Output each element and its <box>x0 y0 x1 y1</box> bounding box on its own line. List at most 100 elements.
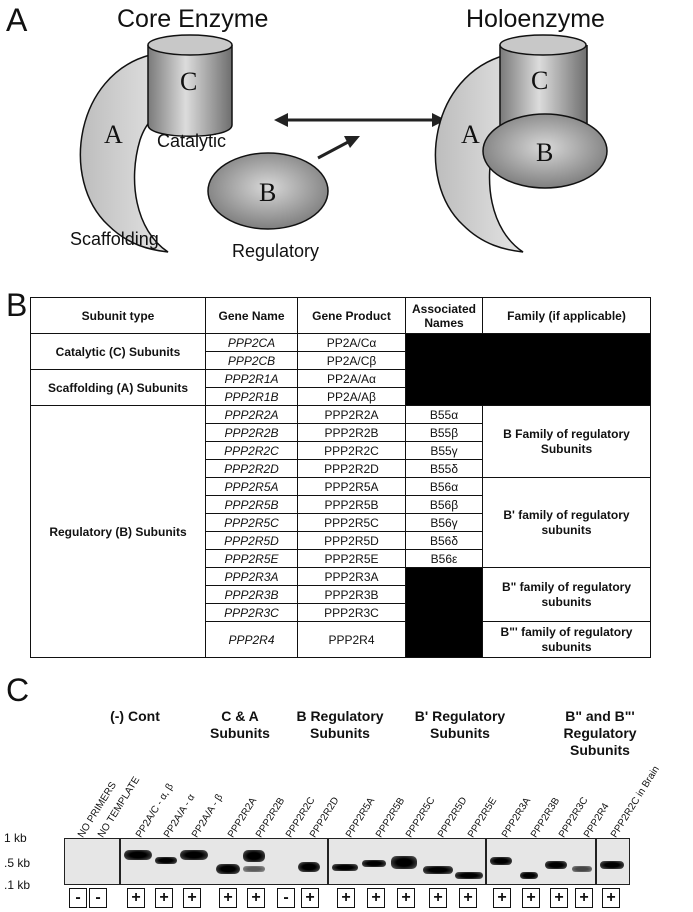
gene-cell: PPP2R2D <box>205 459 298 478</box>
gene-cell: PPP2R3A <box>205 567 298 586</box>
assoc-cell: B55δ <box>405 459 483 478</box>
table-row: PPP2R3A PPP2R3A B" family of regulatory … <box>31 567 651 658</box>
binding-arrow-icon <box>317 139 351 160</box>
size-marker-05kb: .5 kb <box>4 856 31 870</box>
lane-label: PPP2R2B <box>254 795 288 840</box>
gene-cell: PPP2R3C <box>205 603 298 622</box>
band-ppp2r2d <box>298 862 320 872</box>
group-header-b-dprime-reg: B" and B"' Regulatory Subunits <box>563 708 637 758</box>
band-ppp2r3c <box>545 861 567 869</box>
band-pp2a-c <box>124 850 152 860</box>
gene-cell: PPP2R2A <box>205 405 298 424</box>
regulatory-label: Regulatory <box>232 241 320 261</box>
band-ppp2r2b-lower <box>243 866 265 872</box>
product-cell: PPP2R2A <box>297 405 406 424</box>
size-marker-01kb: .1 kb <box>4 878 31 892</box>
assoc-cell: B56γ <box>405 513 483 532</box>
catalytic-label: Catalytic <box>157 131 227 151</box>
band-ppp2r2c-brain <box>600 861 624 869</box>
holo-subunit-b-shape <box>482 113 608 189</box>
product-cell: PPP2R5B <box>297 495 406 514</box>
lane-sign: + <box>337 888 355 908</box>
band-ppp2r5e <box>455 872 483 879</box>
subunit-c-shape <box>147 45 233 137</box>
band-ppp2r3b <box>520 872 538 879</box>
core-b-label: B <box>259 178 277 207</box>
assoc-cell: B55β <box>405 423 483 442</box>
product-cell: PPP2R5C <box>297 513 406 532</box>
table-row: PPP2R4 PPP2R4 B"' family of regulatory s… <box>31 621 651 658</box>
group-header-b-reg: B Regulatory Subunits <box>296 708 384 741</box>
scaffolding-label: Scaffolding <box>70 229 159 249</box>
subunit-b-shape <box>207 152 329 230</box>
group-header-neg-cont: (-) Cont <box>110 708 160 724</box>
gene-cell: PPP2R2C <box>205 441 298 460</box>
holo-b-label: B <box>536 138 554 167</box>
family-b-cell: B Family of regulatory Subunits <box>482 405 651 478</box>
gene-cell: PPP2R4 <box>205 621 298 658</box>
lane-label: PPP2R5C <box>404 795 438 840</box>
lane-sign: - <box>277 888 295 908</box>
product-cell: PPP2R3C <box>297 603 406 622</box>
table-row: PPP2R2D PPP2R2D B55δ <box>31 459 651 478</box>
product-cell: PPP2R5D <box>297 531 406 550</box>
scaffolding-type-cell: Scaffolding (A) Subunits <box>30 369 206 406</box>
header-gene-name: Gene Name <box>205 297 298 334</box>
lane-sign: + <box>219 888 237 908</box>
product-cell: PPP2R2C <box>297 441 406 460</box>
table-row: Scaffolding (A) Subunits PPP2R1A PP2A/Aα <box>30 369 651 406</box>
band-ppp2r3a <box>490 857 512 865</box>
table-row: Regulatory (B) Subunits PPP2R2A PPP2R2A … <box>30 405 651 658</box>
lane-sign: + <box>301 888 319 908</box>
lane-sign: + <box>459 888 477 908</box>
catalytic-type-cell: Catalytic (C) Subunits <box>30 333 206 370</box>
lane-sign: + <box>429 888 447 908</box>
gene-cell: PPP2CB <box>205 351 298 370</box>
panel-b-letter: B <box>6 287 28 323</box>
assoc-cell: B55γ <box>405 441 483 460</box>
band-ppp2r5d <box>423 866 453 874</box>
gene-cell: PPP2R5E <box>205 549 298 568</box>
blacked-out-cell <box>405 333 651 406</box>
gene-cell: PPP2R1B <box>205 387 298 406</box>
band-ppp2r4 <box>572 866 592 872</box>
lane-label: PPP2R5B <box>374 795 408 840</box>
assoc-cell: B56α <box>405 477 483 496</box>
lane-sign: + <box>575 888 593 908</box>
table-row: PPP2CB PP2A/Cβ <box>31 351 651 370</box>
lane-sign: + <box>522 888 540 908</box>
product-cell: PPP2R3A <box>297 567 406 586</box>
product-cell: PP2A/Aα <box>297 369 406 388</box>
table-row: PPP2R5E PPP2R5E B56ε <box>31 549 651 568</box>
header-associated-names: Associated Names <box>405 297 483 334</box>
lane-sign: + <box>602 888 620 908</box>
gene-cell: PPP2R5B <box>205 495 298 514</box>
subunit-table: Subunit type Gene Name Gene Product Asso… <box>30 297 651 658</box>
lane-sign: - <box>69 888 87 908</box>
group-header-c-a: C & A Subunits <box>210 708 270 741</box>
regulatory-type-cell: Regulatory (B) Subunits <box>30 405 206 658</box>
lane-sign: + <box>183 888 201 908</box>
gene-cell: PPP2R5C <box>205 513 298 532</box>
table-row: PPP2R2B PPP2R2B B55β <box>31 423 651 442</box>
family-b-double-prime-cell: B" family of regulatory subunits <box>482 567 651 622</box>
core-enzyme-title: Core Enzyme <box>117 5 269 33</box>
lane-sign: + <box>247 888 265 908</box>
product-cell: PPP2R2B <box>297 423 406 442</box>
panel-a-letter: A <box>6 2 28 38</box>
holo-a-label: A <box>461 120 480 149</box>
product-cell: PP2A/Cα <box>297 333 406 352</box>
lane-sign: + <box>397 888 415 908</box>
header-subunit-type: Subunit type <box>30 297 206 334</box>
header-gene-product: Gene Product <box>297 297 406 334</box>
product-cell: PPP2R3B <box>297 585 406 604</box>
assoc-cell: B56β <box>405 495 483 514</box>
lane-sign: + <box>493 888 511 908</box>
header-family: Family (if applicable) <box>482 297 651 334</box>
band-ppp2r5a <box>332 864 358 871</box>
gel-segment-c-a-b <box>120 838 328 885</box>
lane-label: PPP2R5A <box>344 795 378 840</box>
core-a-label: A <box>104 120 123 149</box>
product-cell: PPP2R5E <box>297 549 406 568</box>
enzyme-diagram <box>79 34 608 253</box>
